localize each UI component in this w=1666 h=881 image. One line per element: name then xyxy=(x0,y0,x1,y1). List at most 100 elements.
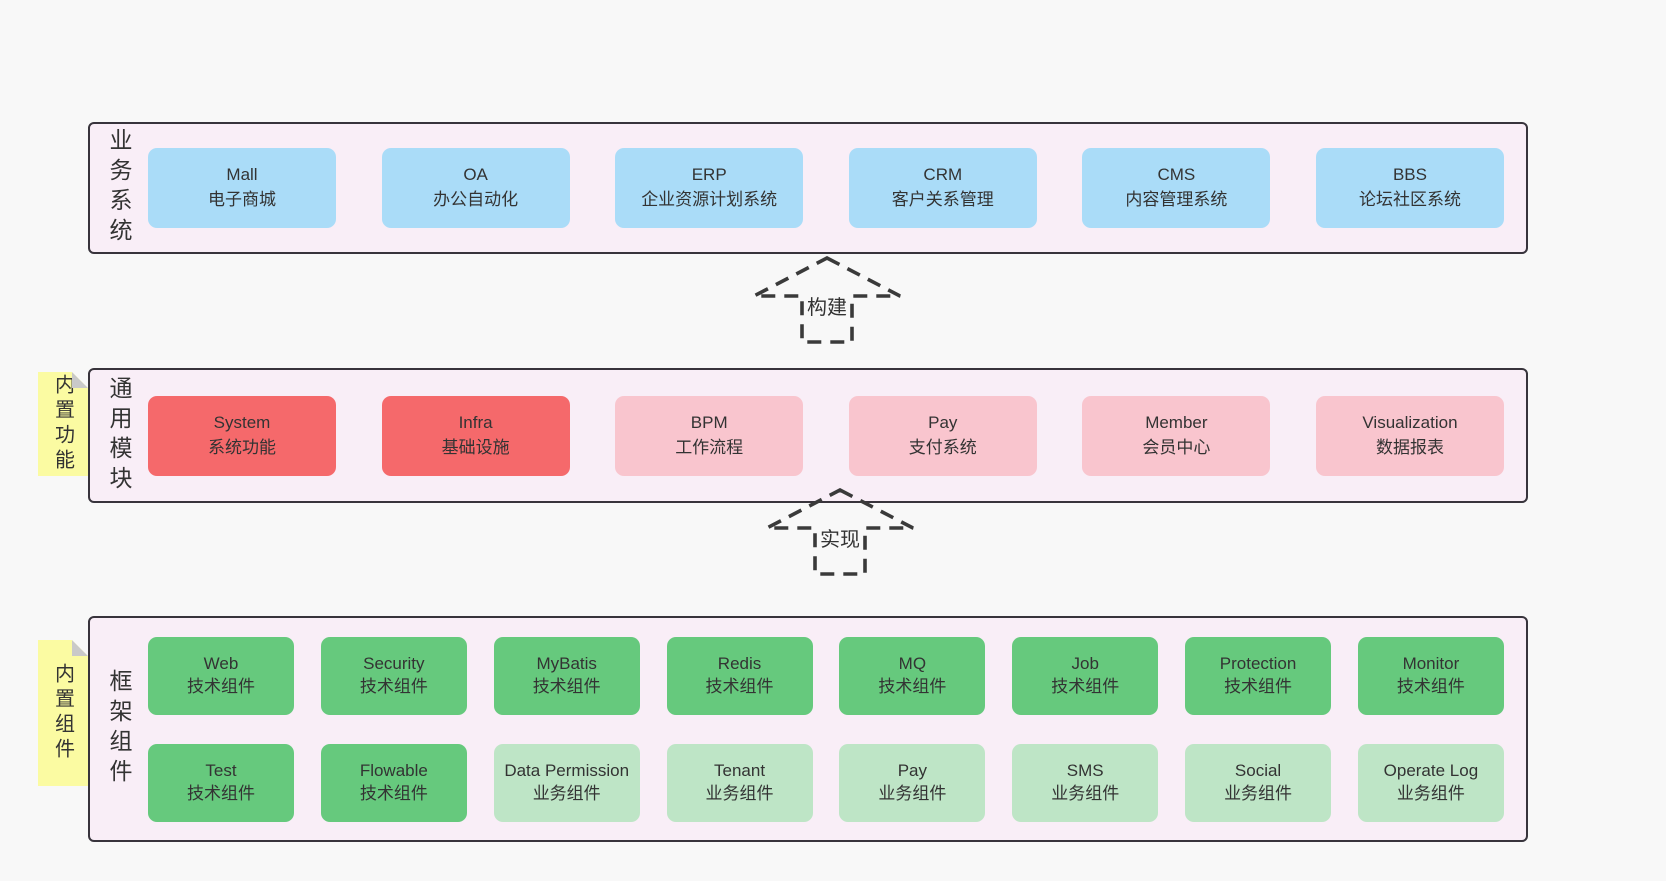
component-desc: 技术组件 xyxy=(187,676,255,696)
component-name: Data Permission xyxy=(504,761,630,781)
component-name: OA xyxy=(463,165,488,185)
component-name: Monitor xyxy=(1402,654,1460,674)
component-row: Mall 电子商城 OA 办公自动化 ERP 企业资源计划系统 CRM 客户关系管理 CMS 内容… xyxy=(148,148,1504,228)
component-name: CRM xyxy=(923,165,963,185)
build-arrow: 构建 xyxy=(752,256,902,344)
component-desc: 技术组件 xyxy=(705,676,774,696)
component-desc: 电子商城 xyxy=(208,190,276,209)
component-name: Web xyxy=(203,654,239,674)
band-common-modules: 通用模块 System 系统功能 Infra 基础设施 BPM 工作流程 Pay 支付系统 Me… xyxy=(88,368,1528,503)
component-name: Job xyxy=(1071,654,1099,674)
component-desc: 技术组件 xyxy=(1396,676,1465,696)
dashed-up-arrow-icon: 构建 xyxy=(753,256,901,344)
component-name: Member xyxy=(1145,412,1208,432)
implement-arrow-label: 实现 xyxy=(820,528,860,551)
component-name: Operate Log xyxy=(1383,761,1479,781)
component-desc: 业务组件 xyxy=(532,783,601,803)
component-desc: 内容管理系统 xyxy=(1125,190,1228,209)
build-arrow-label: 构建 xyxy=(807,296,847,319)
component-desc: 业务组件 xyxy=(1396,783,1465,803)
sticky-note-built-in-components: 内置组件 xyxy=(38,640,88,786)
component-desc: 业务组件 xyxy=(878,783,947,803)
component-desc: 会员中心 xyxy=(1142,437,1211,457)
band-content-common-modules: System 系统功能 Infra 基础设施 BPM 工作流程 Pay 支付系统 Member 会… xyxy=(148,370,1504,501)
band-label-framework-components: 框架组件 xyxy=(106,669,132,789)
band-label-common-modules: 通用模块 xyxy=(106,375,132,496)
component-name: Pay xyxy=(897,761,928,781)
component-name: Mall xyxy=(226,165,258,185)
component-box-crm: CRM 客户关系管理 xyxy=(848,148,1037,228)
component-box-oa: OA 办公自动化 xyxy=(381,148,570,228)
component-box-cms: CMS 内容管理系统 xyxy=(1082,148,1271,228)
component-box-member: Member 会员中心 xyxy=(1082,395,1271,476)
component-desc: 数据报表 xyxy=(1375,437,1444,457)
component-name: System xyxy=(213,412,271,432)
component-box-bpm: BPM 工作流程 xyxy=(615,395,804,476)
component-name: Infra xyxy=(458,412,493,432)
component-desc: 系统功能 xyxy=(208,437,276,457)
component-name: Flowable xyxy=(359,761,428,781)
component-desc: 客户关系管理 xyxy=(891,190,994,209)
folded-corner-icon xyxy=(72,640,88,656)
component-desc: 技术组件 xyxy=(359,676,428,696)
component-box-erp: ERP 企业资源计划系统 xyxy=(615,148,804,228)
component-box-visualization: Visualization 数据报表 xyxy=(1315,395,1504,476)
component-name: BBS xyxy=(1392,165,1427,185)
component-desc: 办公自动化 xyxy=(433,190,519,209)
component-desc: 技术组件 xyxy=(187,783,255,803)
component-name: Tenant xyxy=(714,761,766,781)
component-name: Test xyxy=(205,761,237,781)
component-box-system: System 系统功能 xyxy=(148,395,336,476)
sticky-note-built-in-features: 内置功能 xyxy=(38,372,88,476)
component-name: ERP xyxy=(691,165,727,185)
component-name: Pay xyxy=(928,412,958,432)
component-row: System 系统功能 Infra 基础设施 BPM 工作流程 Pay 支付系统 Member 会… xyxy=(148,395,1504,476)
component-name: MyBatis xyxy=(536,654,597,674)
component-desc: 企业资源计划系统 xyxy=(641,190,778,209)
component-desc: 基础设施 xyxy=(441,437,510,457)
component-name: BPM xyxy=(690,412,728,432)
component-name: SMS xyxy=(1066,761,1104,781)
component-desc: 技术组件 xyxy=(532,676,601,696)
component-desc: 工作流程 xyxy=(675,437,744,457)
sticky-label: 内置组件 xyxy=(51,663,74,763)
component-box-pay: Pay 支付系统 xyxy=(848,395,1037,476)
band-business-systems: 业务系统 Mall 电子商城 OA 办公自动化 ERP 企业资源计划系统 CRM 客户关系管理… xyxy=(88,122,1528,254)
component-name: CMS xyxy=(1157,165,1196,185)
folded-corner-icon xyxy=(72,372,88,388)
component-name: Social xyxy=(1234,761,1282,781)
sticky-label: 内置功能 xyxy=(51,374,74,474)
component-name: MQ xyxy=(898,654,927,674)
component-desc: 支付系统 xyxy=(908,437,977,457)
component-desc: 技术组件 xyxy=(1051,676,1120,696)
component-desc: 技术组件 xyxy=(1224,676,1293,696)
dashed-up-arrow-icon: 实现 xyxy=(766,488,914,576)
component-desc: 业务组件 xyxy=(705,783,774,803)
component-desc: 技术组件 xyxy=(359,783,428,803)
component-name: Security xyxy=(363,654,425,674)
component-desc: 业务组件 xyxy=(1224,783,1293,803)
band-label-business-systems: 业务系统 xyxy=(106,128,132,248)
component-name: Protection xyxy=(1219,654,1297,674)
component-name: Visualization xyxy=(1362,412,1458,432)
component-desc: 业务组件 xyxy=(1051,783,1120,803)
